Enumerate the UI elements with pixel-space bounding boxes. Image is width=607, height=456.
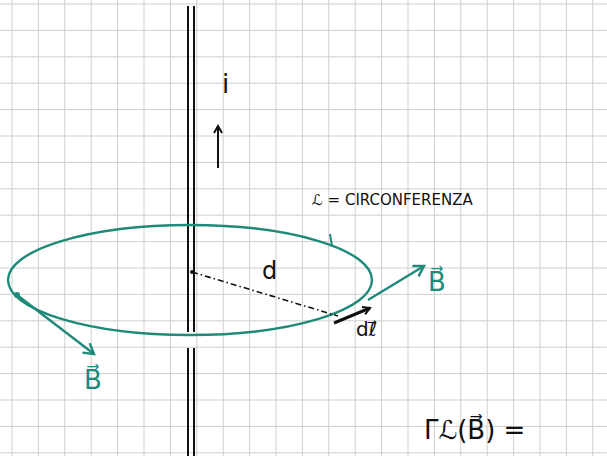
vector-label: B⃗ xyxy=(84,366,102,395)
center-dot xyxy=(190,270,194,274)
current-arrow xyxy=(217,126,219,168)
b-vector xyxy=(368,266,424,300)
circumference xyxy=(8,225,372,335)
current-label: i xyxy=(222,70,229,99)
label-tick xyxy=(330,234,332,246)
curve-label: ℒ = CIRCONFERENZA xyxy=(312,192,473,209)
vector-label: dℓ⃗ xyxy=(356,318,377,340)
distance-label: d xyxy=(262,258,277,284)
vector-label: B⃗ xyxy=(428,268,446,297)
formula: Γℒ(B⃗) = xyxy=(424,416,525,445)
wire xyxy=(188,6,194,456)
b-vector xyxy=(17,295,94,354)
